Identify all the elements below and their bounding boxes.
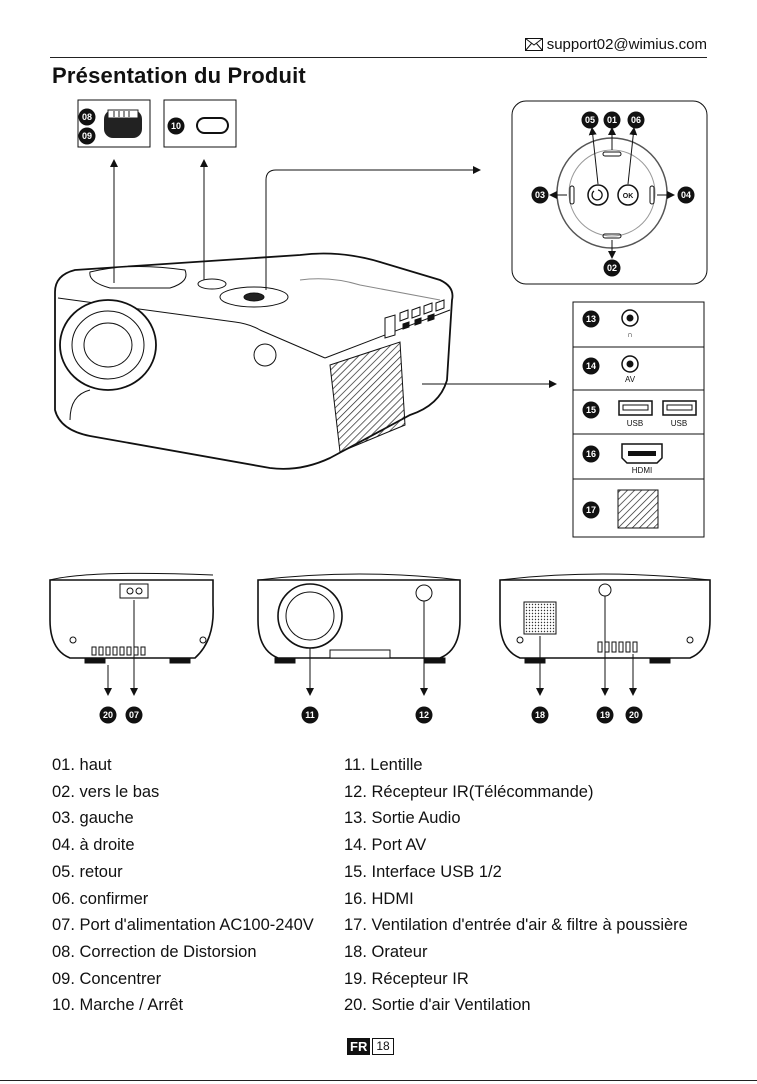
- callout-08: 08: [82, 112, 92, 122]
- callout-01: 01: [607, 115, 617, 125]
- legend-column-right: 11. Lentille 12. Récepteur IR(Télécomman…: [344, 752, 732, 1019]
- callout-02: 02: [607, 263, 617, 273]
- power-button: [196, 117, 229, 134]
- legend-item: 04. à droite: [52, 836, 135, 855]
- legend-item: 14. Port AV: [344, 836, 427, 855]
- projector-side-left: [49, 572, 214, 664]
- usb-label-1: USB: [627, 419, 643, 428]
- legend-item: 12. Récepteur IR(Télécommande): [344, 782, 594, 801]
- callout-20a: 20: [103, 710, 113, 720]
- page-title: Présentation du Produit: [52, 63, 306, 88]
- callout-16: 16: [586, 449, 596, 459]
- callout-19: 19: [600, 710, 610, 720]
- legend-item: 07. Port d'alimentation AC100-240V: [52, 916, 314, 935]
- callout-09: 09: [82, 131, 92, 141]
- callout-06: 06: [631, 115, 641, 125]
- callout-03: 03: [535, 190, 545, 200]
- air-filter: [617, 489, 659, 529]
- support-email: support02@wimius.com: [524, 36, 707, 53]
- callout-10: 10: [171, 121, 181, 131]
- av-label: AV: [625, 375, 636, 384]
- header-rule: [50, 57, 707, 58]
- callout-11: 11: [305, 710, 315, 720]
- legend-item: 16. HDMI: [344, 889, 414, 908]
- projector-front: [257, 573, 461, 664]
- callout-20b: 20: [629, 710, 639, 720]
- legend-item: 15. Interface USB 1/2: [344, 862, 502, 881]
- bottom-rule: [0, 1080, 757, 1081]
- legend-column-left: 01. haut 02. vers le bas 03. gauche 04. …: [52, 752, 344, 1019]
- ok-label: OK: [623, 193, 634, 200]
- legend-item: 17. Ventilation d'entrée d'air & filtre …: [344, 916, 688, 935]
- callout-07: 07: [129, 710, 139, 720]
- callout-17: 17: [586, 505, 596, 515]
- usb-label-2: USB: [671, 419, 687, 428]
- svg-text:∩: ∩: [627, 330, 633, 339]
- legend-item: 06. confirmer: [52, 889, 149, 908]
- callout-05: 05: [585, 115, 595, 125]
- legend-item: 18. Orateur: [344, 942, 428, 961]
- legend-item: 03. gauche: [52, 809, 134, 828]
- callout-04: 04: [681, 190, 691, 200]
- language-badge: FR: [347, 1038, 371, 1055]
- legend-item: 13. Sortie Audio: [344, 809, 461, 828]
- legend-list: 01. haut 02. vers le bas 03. gauche 04. …: [52, 752, 732, 1019]
- callout-15: 15: [586, 405, 596, 415]
- email-text: support02@wimius.com: [546, 36, 707, 53]
- callout-13: 13: [586, 314, 596, 324]
- callout-18: 18: [535, 710, 545, 720]
- legend-item: 05. retour: [52, 862, 123, 881]
- callout-14: 14: [586, 361, 596, 371]
- hdmi-label: HDMI: [632, 466, 652, 475]
- callout-12: 12: [419, 710, 429, 720]
- callout-markers: 08 09 10 05 01 06 03 04 02 13 14 15 16 1…: [78, 108, 695, 724]
- legend-item: 20. Sortie d'air Ventilation: [344, 996, 531, 1015]
- legend-item: 08. Correction de Distorsion: [52, 942, 257, 961]
- back-button: [587, 184, 609, 206]
- legend-item: 01. haut: [52, 756, 112, 774]
- legend-item: 09. Concentrer: [52, 969, 162, 988]
- projector-main: [54, 252, 454, 470]
- legend-item: 02. vers le bas: [52, 782, 160, 801]
- legend-item: 19. Récepteur IR: [344, 969, 469, 988]
- page-number: 18: [372, 1038, 394, 1055]
- envelope-icon: [524, 38, 543, 51]
- page-footer: FR 18: [347, 1038, 394, 1055]
- legend-item: 10. Marche / Arrêt: [52, 996, 184, 1015]
- legend-item: 11. Lentille: [344, 756, 423, 774]
- ok-button: [617, 184, 639, 206]
